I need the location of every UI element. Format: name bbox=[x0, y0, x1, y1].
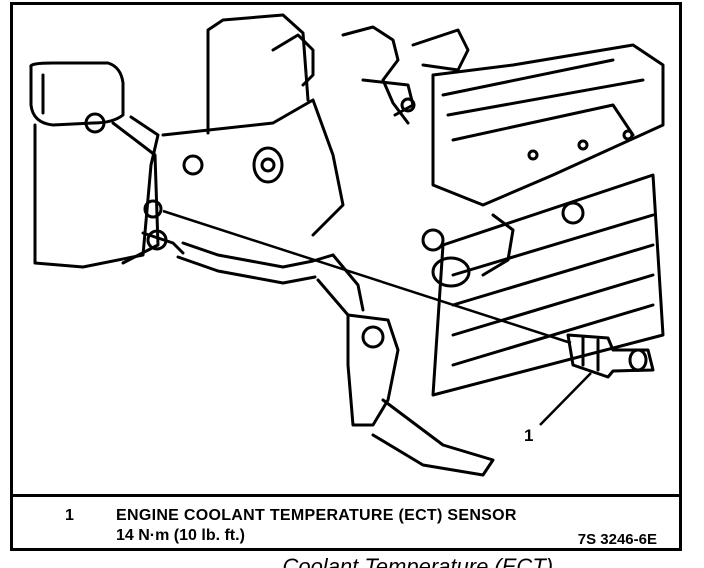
legend-title: ENGINE COOLANT TEMPERATURE (ECT) SENSOR bbox=[116, 507, 517, 524]
figure-caption: 1 ENGINE COOLANT TEMPERATURE (ECT) SENSO… bbox=[13, 494, 679, 548]
left-bracket bbox=[33, 115, 160, 269]
figure-code: 7S 3246-6E bbox=[577, 531, 657, 548]
throttle-linkage bbox=[341, 25, 410, 125]
valve-cover bbox=[431, 43, 665, 207]
callout-leader bbox=[539, 372, 592, 426]
figure-frame: 1 1 ENGINE COOLANT TEMPERATURE (ECT) SEN… bbox=[10, 2, 682, 551]
trailing-text: ... Coolant Temperature (ECT) bbox=[258, 554, 554, 568]
callout-number: 1 bbox=[524, 426, 534, 445]
engine-illustration bbox=[29, 13, 665, 477]
engine-block bbox=[161, 98, 345, 237]
coolant-pipe bbox=[181, 241, 335, 269]
legend-torque: 14 N·m (10 lb. ft.) bbox=[116, 527, 245, 544]
intake-hose bbox=[29, 61, 125, 127]
lower-bracket bbox=[346, 313, 400, 427]
alignment-line bbox=[162, 209, 572, 345]
trailing-text-strip: ... Coolant Temperature (ECT) bbox=[0, 553, 704, 568]
ect-sensor bbox=[566, 333, 655, 379]
legend-number: 1 bbox=[65, 507, 74, 524]
